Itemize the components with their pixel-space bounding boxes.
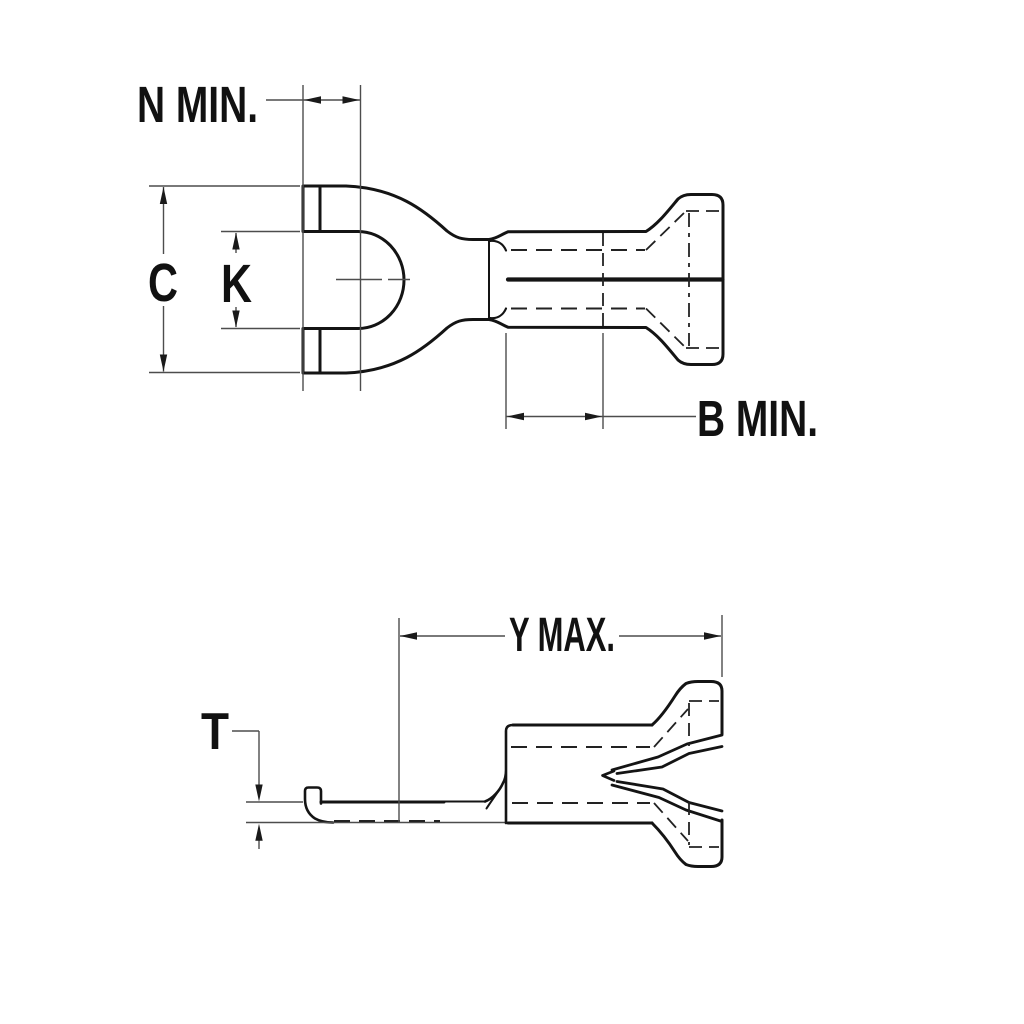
arrowhead-up <box>159 187 168 204</box>
hidden-funnel-diagonal-top <box>645 210 687 251</box>
arrowhead-down <box>232 310 240 328</box>
lower-wing-inner-edge <box>615 780 724 813</box>
arrowhead-left <box>304 96 321 104</box>
arrowhead-left <box>507 412 524 421</box>
arrowhead-right <box>342 96 360 104</box>
arrowhead-up <box>232 232 240 250</box>
side-view: Y MAX. T <box>201 609 724 868</box>
hidden-flare-diagonal-top <box>653 708 689 748</box>
arrowhead-down <box>255 784 263 802</box>
dimension-y-max: Y MAX. <box>398 609 723 822</box>
y-max-label: Y MAX. <box>509 609 615 662</box>
n-min-label: N MIN. <box>137 76 258 133</box>
dimension-c: C <box>148 185 300 374</box>
hidden-flare-diagonal-bottom <box>653 802 689 842</box>
c-label: C <box>148 253 178 313</box>
tongue-tip <box>303 786 335 824</box>
arrowhead-right <box>704 632 721 640</box>
barrel-seam-beak-bottom <box>487 307 508 320</box>
dimension-t: T <box>201 703 303 849</box>
lower-wing-outer-edge <box>610 783 724 823</box>
upper-wing-inner-edge <box>615 745 724 775</box>
barrel-seam-beak-top <box>487 239 508 252</box>
upper-wing-outer-edge <box>610 733 724 772</box>
flare-bottom-profile <box>650 818 724 868</box>
leader-line <box>232 730 260 786</box>
arrowhead-right <box>585 412 602 421</box>
k-label: K <box>221 254 252 314</box>
t-label: T <box>201 703 229 761</box>
bell-mouth-beak <box>485 787 502 810</box>
b-min-label: B MIN. <box>697 390 818 447</box>
arrowhead-up <box>255 823 263 841</box>
dimension-k: K <box>221 230 300 330</box>
plan-view: N MIN. C K B MIN. <box>137 76 818 447</box>
arrowhead-left <box>400 632 417 640</box>
arrowhead-down <box>159 354 168 372</box>
dimension-b-min: B MIN. <box>505 333 818 447</box>
hidden-funnel-diagonal-bottom <box>645 307 687 349</box>
flare-top-profile <box>650 680 724 736</box>
dimension-n-min: N MIN. <box>137 76 362 391</box>
wing-beak <box>601 769 616 782</box>
barrel-front-face <box>483 723 515 825</box>
